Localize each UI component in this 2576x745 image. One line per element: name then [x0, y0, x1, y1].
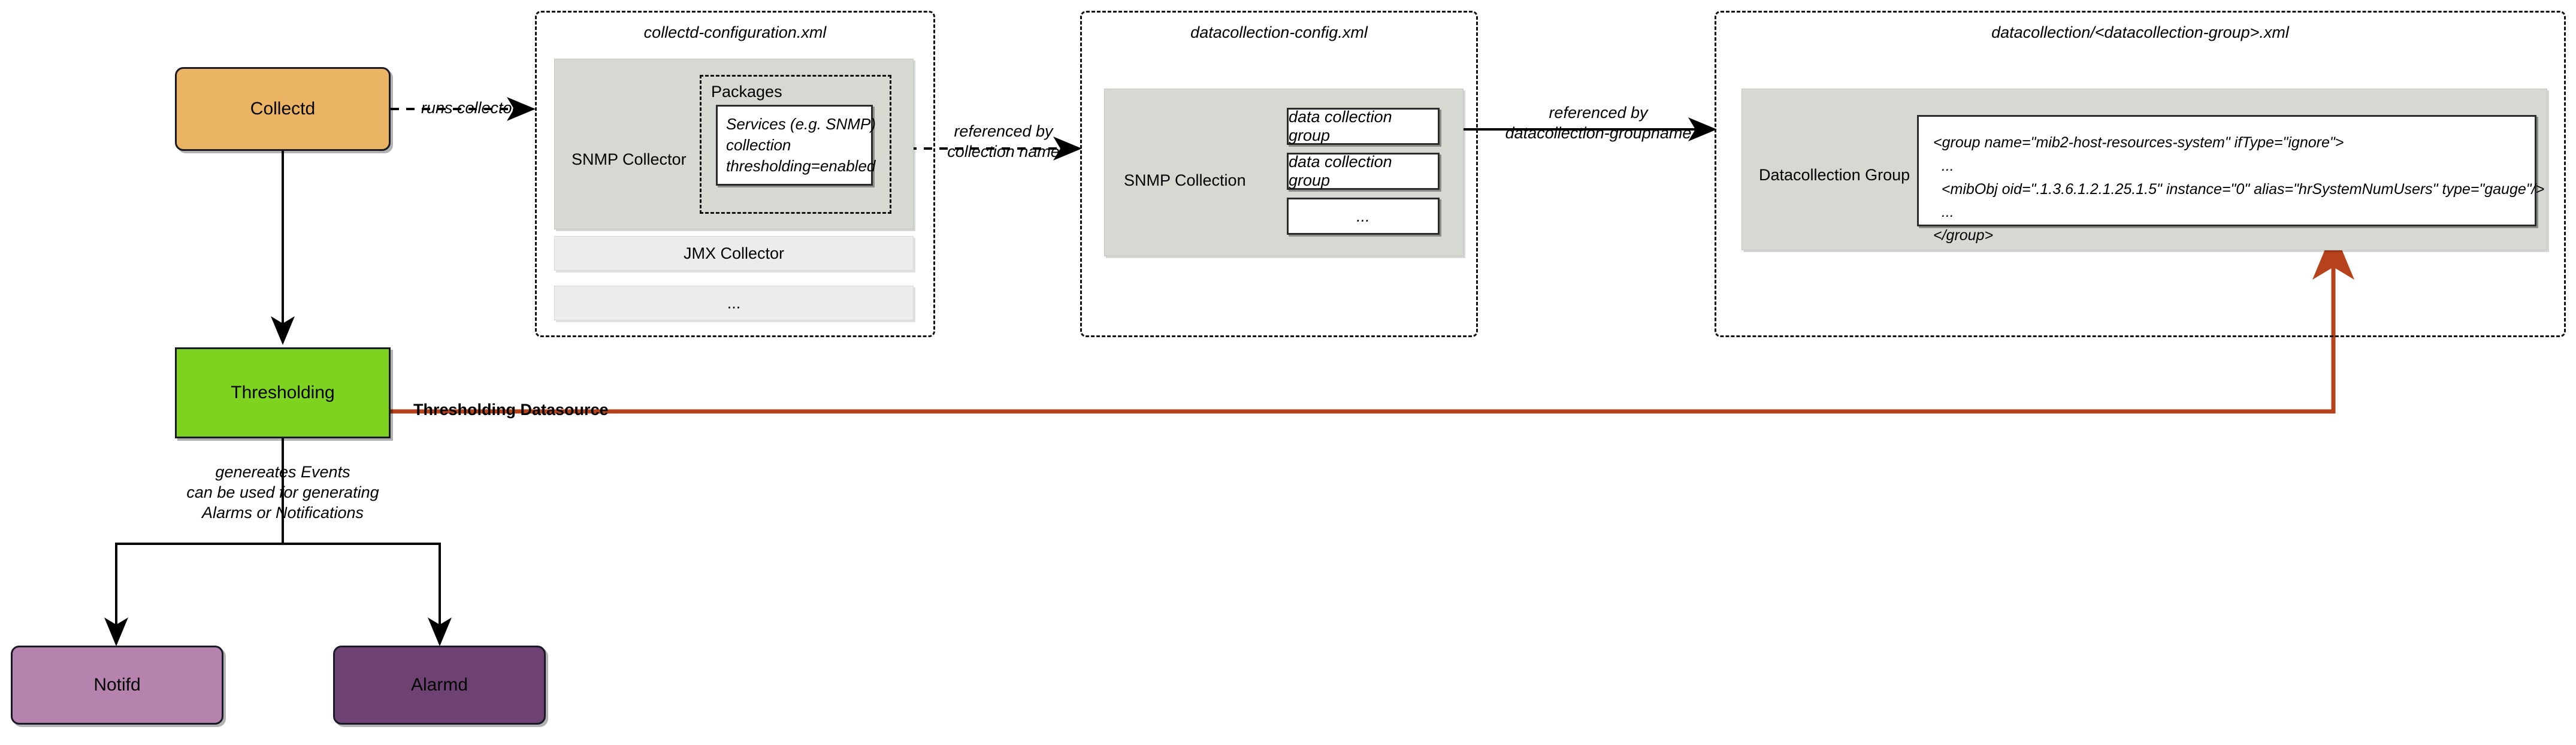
filebox-datacollection-config: datacollection-config.xml — [1080, 11, 1478, 337]
panel-snmp-collector-label: SNMP Collector — [572, 150, 687, 168]
filebox-collectd-configuration-title: collectd-configuration.xml — [643, 23, 827, 41]
box-data-collection-group-1-label: data collection group — [1289, 108, 1392, 144]
panel-datacollection-group-label: Datacollection Group — [1759, 166, 1910, 184]
node-collectd[interactable]: Collectd — [175, 67, 391, 151]
filebox-datacollection-group-title: datacollection/<datacollection-group>.xm… — [1991, 23, 2289, 41]
dashed-packages-label: Packages — [711, 83, 782, 101]
node-thresholding-label: Thresholding — [231, 383, 335, 403]
edge-label-referenced-by-collection-name: referenced by collection name — [947, 122, 1060, 160]
box-data-collection-group-2[interactable]: data collection group — [1287, 153, 1440, 190]
box-data-collection-group-more[interactable]: ... — [1287, 198, 1440, 235]
box-group-xml-snippet[interactable]: <group name="mib2-host-resources-system"… — [1917, 115, 2544, 244]
row-collector-more-label: ... — [727, 293, 741, 312]
row-collector-more[interactable]: ... — [554, 286, 914, 320]
node-alarmd[interactable]: Alarmd — [333, 646, 546, 725]
node-collectd-label: Collectd — [250, 99, 316, 119]
row-jmx-collector-label: JMX Collector — [683, 244, 785, 262]
edge-label-thresholding-datasource: Thresholding Datasource — [413, 401, 609, 419]
row-jmx-collector[interactable]: JMX Collector — [554, 236, 914, 271]
box-data-collection-group-2-label: data collection group — [1289, 153, 1392, 189]
box-group-xml-snippet-text: <group name="mib2-host-resources-system"… — [1933, 134, 2545, 244]
box-data-collection-group-more-label: ... — [1356, 207, 1370, 225]
edge-label-referenced-by-groupname: referenced by datacollection-groupname — [1505, 104, 1692, 142]
edge-label-runs-collectors: runs collectors — [421, 99, 526, 117]
node-alarmd-label: Alarmd — [410, 675, 468, 695]
filebox-collectd-configuration: collectd-configuration.xml — [535, 11, 935, 337]
edge-label-generates-events: genereates Events can be used for genera… — [186, 463, 379, 522]
box-data-collection-group-1[interactable]: data collection group — [1287, 108, 1440, 145]
box-services-collection[interactable]: Services (e.g. SNMP) collection threshol… — [716, 105, 876, 186]
node-notifd-label: Notifd — [93, 675, 141, 695]
node-thresholding[interactable]: Thresholding — [175, 347, 391, 438]
dashed-packages: Packages — [700, 75, 891, 214]
filebox-datacollection-config-title: datacollection-config.xml — [1190, 23, 1368, 41]
edge-thresholding-split-right — [283, 543, 452, 646]
box-services-collection-text: Services (e.g. SNMP) collection threshol… — [726, 115, 876, 175]
node-notifd[interactable]: Notifd — [11, 646, 223, 725]
filebox-datacollection-group: datacollection/<datacollection-group>.xm… — [1715, 11, 2566, 337]
panel-snmp-collection-label: SNMP Collection — [1124, 171, 1246, 189]
